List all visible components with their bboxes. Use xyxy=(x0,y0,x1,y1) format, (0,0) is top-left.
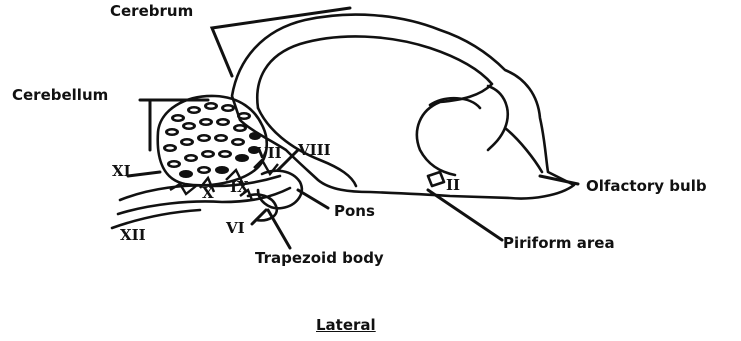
nerve-label-viii: VIII xyxy=(298,143,331,158)
leader-trapezoid xyxy=(268,210,290,248)
cerebrum-sulcus-1 xyxy=(488,86,508,150)
leader-vi xyxy=(252,210,266,224)
label-pons: Pons xyxy=(334,204,375,219)
leader-cerebrum xyxy=(212,8,350,76)
nerve-label-xii: XII xyxy=(120,228,146,243)
label-olfactory-bulb: Olfactory bulb xyxy=(586,179,707,194)
nerve-label-ix: IX xyxy=(230,180,249,195)
nerve-label-ii: II xyxy=(446,178,460,193)
cerebrum-sulcus-3 xyxy=(505,128,542,172)
label-piriform-area: Piriform area xyxy=(503,236,615,251)
nerve-label-xi: XI xyxy=(112,164,131,179)
leader-xi xyxy=(128,172,160,176)
nerve-label-vii: VII xyxy=(256,146,282,161)
label-cerebrum: Cerebrum xyxy=(110,4,193,19)
leader-pons xyxy=(298,190,328,208)
label-cerebellum: Cerebellum xyxy=(12,88,108,103)
optic-nerve-stub xyxy=(428,172,444,186)
diagram-caption: Lateral xyxy=(316,318,376,333)
nerve-label-vi: VI xyxy=(226,221,245,236)
label-trapezoid-body: Trapezoid body xyxy=(255,251,384,266)
cerebellum-folia xyxy=(163,102,261,178)
nerve-label-x: X xyxy=(202,186,214,201)
